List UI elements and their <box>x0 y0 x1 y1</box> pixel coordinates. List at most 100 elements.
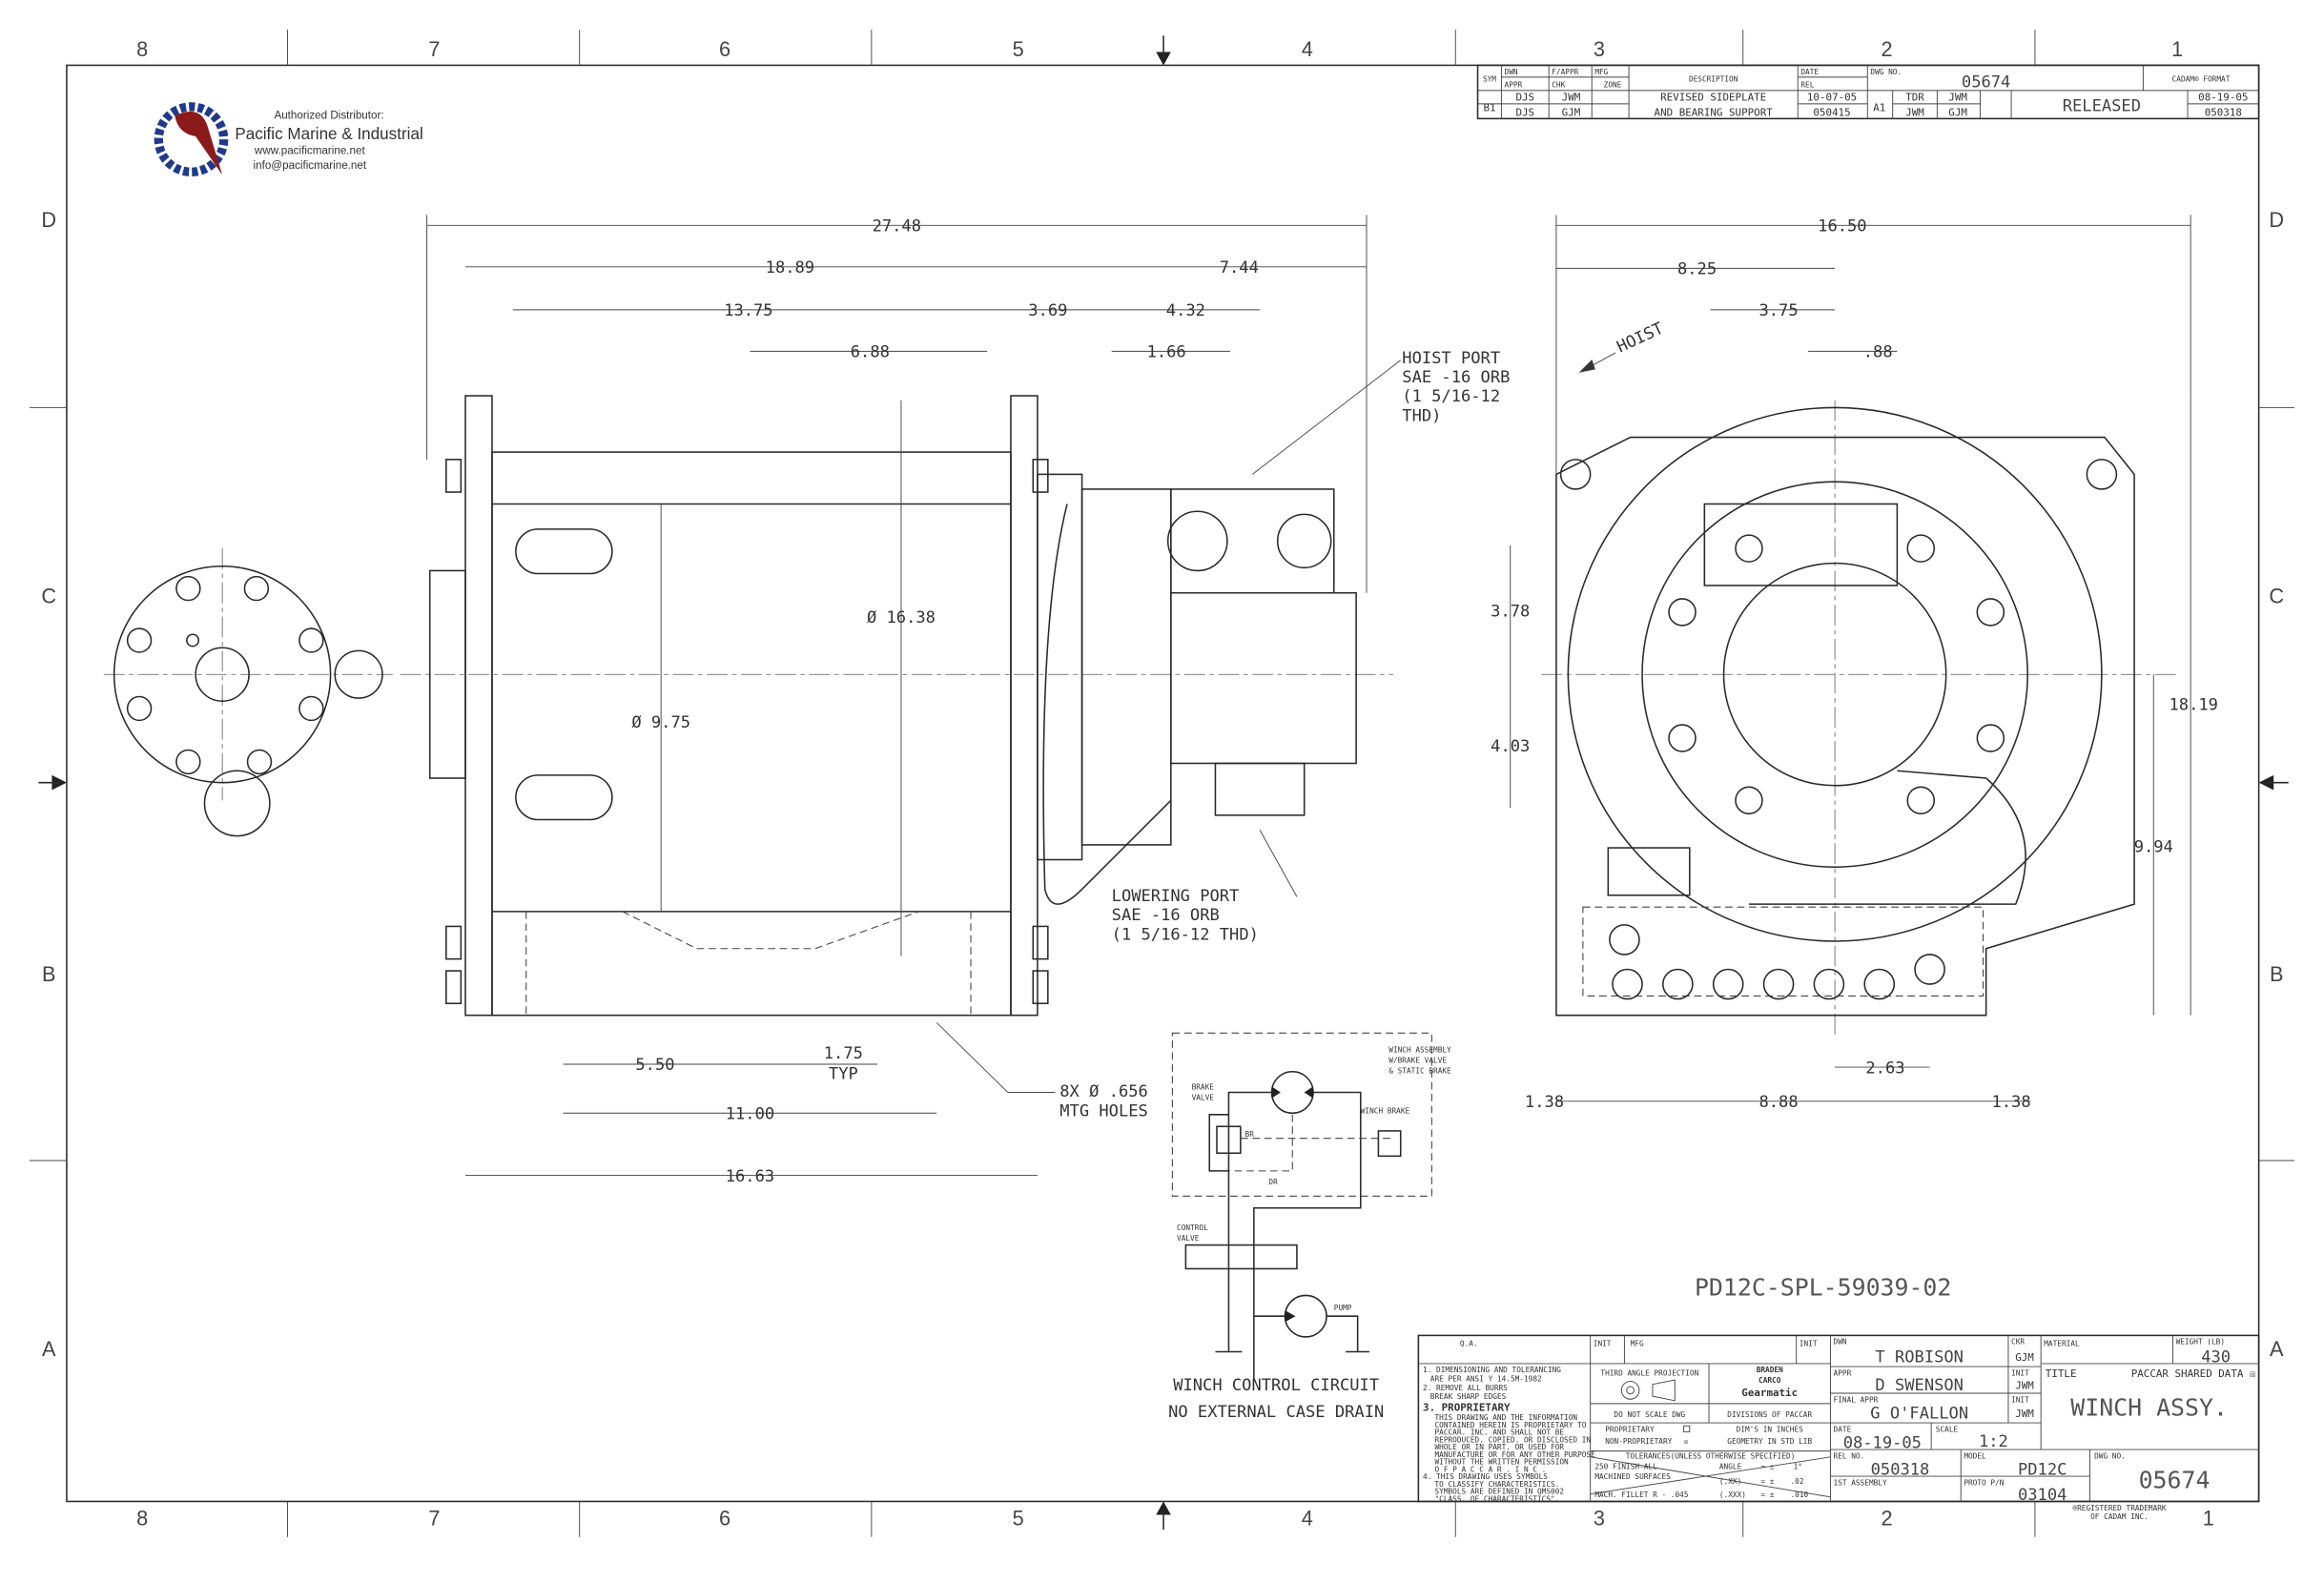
drawing-text: AND BEARING SUPPORT <box>1655 106 1774 118</box>
drawing-text: DR <box>1268 1178 1278 1186</box>
drawing-mark <box>298 627 324 653</box>
drawing-mark <box>1735 786 1763 815</box>
drawing-text: (1 5/16-12 THD) <box>1112 925 1259 944</box>
drawing-text: A <box>42 1337 56 1361</box>
drawing-text: (1 5/16-12 <box>1402 387 1500 406</box>
drawing-text: B <box>2270 962 2284 986</box>
drawing-text: Pacific Marine & Industrial <box>235 125 422 143</box>
drawing-text: MANUFACTURE OR FOR ANY OTHER PURPOSE <box>1434 1450 1595 1459</box>
drawing-mark <box>1476 64 2260 120</box>
drawing-text: G O'FALLON <box>1870 1404 1968 1423</box>
drawing-mark <box>126 627 153 653</box>
drawing-text: DWG NO. <box>1870 68 1902 76</box>
drawing-text: A1 <box>1873 102 1885 114</box>
drawing-mark <box>1477 65 2259 119</box>
drawing-text: SCALE <box>1936 1425 1959 1433</box>
drawing-text: CADAM® FORMAT <box>2172 75 2231 84</box>
drawing-mark <box>246 749 273 775</box>
drawing-mark <box>1609 924 1640 956</box>
drawing-text: CONTAINED HEREIN IS PROPRIETARY TO <box>1434 1421 1586 1429</box>
drawing-mark <box>1906 786 1936 815</box>
drawing-text: 050415 <box>1813 106 1850 118</box>
drawing-text: TITLE <box>2046 1367 2077 1380</box>
drawing-mark <box>525 911 972 1016</box>
drawing-mark <box>1722 562 1947 787</box>
drawing-text: 16.63 <box>726 1167 774 1186</box>
drawing-text: APPR <box>1834 1368 1852 1377</box>
drawing-text: PUMP <box>1334 1304 1352 1312</box>
zone-labels: 8 7 6 5 4 3 2 1 8 7 6 5 4 3 2 1 D C B A … <box>41 37 2284 1530</box>
drawing-text: 4 <box>1302 37 1313 61</box>
drawing-text: 27.48 <box>873 217 921 236</box>
drawing-mark <box>1582 906 1985 997</box>
drawing-text: MACH. FILLET R - .045 <box>1594 1490 1689 1499</box>
drawing-text: MFG <box>1631 1339 1644 1347</box>
drawing-text: C <box>2269 585 2284 608</box>
drawing-mark <box>1042 504 1172 905</box>
drawing-mark <box>1170 488 1335 594</box>
drawing-text: 13.75 <box>724 301 772 320</box>
drawing-text: T ROBISON <box>1875 1347 1964 1367</box>
drawing-text: 8X Ø .656 <box>1059 1082 1148 1101</box>
distributor-logo: Authorized Distributor: Pacific Marine &… <box>154 102 423 177</box>
drawing-mark <box>203 770 271 837</box>
drawing-text: WINCH ASSEMBLY <box>1388 1046 1451 1055</box>
drawing-text: TO CLASSIFY CHARACTERISTICS. <box>1434 1480 1559 1489</box>
drawing-mark <box>445 459 1049 1005</box>
drawing-mark <box>1607 847 1691 896</box>
drawing-text: DESCRIPTION <box>1689 75 1738 84</box>
drawing-border <box>66 64 2260 1503</box>
drawing-text: ☒ <box>1684 1437 1689 1446</box>
drawing-text: 8.88 <box>1758 1093 1798 1112</box>
drawing-text: info@pacificmarine.net <box>254 159 367 172</box>
drawing-mark <box>1668 724 1697 752</box>
drawing-mark <box>1567 406 2103 942</box>
drawing-text: VALVE <box>1192 1093 1215 1101</box>
title-block: Q.A. INIT MFG INIT 1. DIMENSIONING AND T… <box>1417 1334 2260 1521</box>
drawing-text: 2. REMOVE ALL BURRS <box>1423 1384 1508 1392</box>
drawing-text: JWM <box>2015 1408 2034 1420</box>
drawing-text: 4.32 <box>1166 301 1205 320</box>
drawing-text: DJS <box>1515 92 1534 104</box>
drawing-mark <box>1626 1386 1635 1395</box>
drawing-mark <box>1156 1501 1171 1515</box>
drawing-text: MFG <box>1594 68 1608 76</box>
drawing-text: DO NOT SCALE DWG <box>1614 1410 1685 1419</box>
drawing-text: 8.25 <box>1677 260 1717 279</box>
drawing-text: JWM <box>1948 92 1967 104</box>
drawing-text: JWM <box>1905 106 1924 118</box>
drawing-text: 08-19-05 <box>2198 92 2248 104</box>
drawing-text: CONTROL <box>1177 1223 1208 1232</box>
drawing-text: INIT <box>1800 1339 1818 1347</box>
drawing-text: NON-PROPRIETARY <box>1605 1437 1672 1446</box>
drawing-text: 9.94 <box>2134 838 2173 857</box>
drawing-text: GJM <box>2015 1351 2034 1364</box>
drawing-text: 4. THIS DRAWING USES SYMBOLS <box>1423 1472 1548 1481</box>
drawing-text: THIS DRAWING AND THE INFORMATION <box>1434 1413 1577 1422</box>
drawing-text: 10-07-05 <box>1807 92 1857 104</box>
winch-end-view <box>1541 400 2179 1038</box>
drawing-text: 2 <box>1881 37 1892 61</box>
drawing-mark <box>1612 968 1643 1000</box>
drawing-text: VALVE <box>1177 1234 1200 1243</box>
drawing-text: BRADEN <box>1757 1366 1783 1374</box>
drawing-text: WITHOUT THE WRITTEN PERMISSION <box>1434 1458 1569 1467</box>
drawing-mark <box>515 774 613 821</box>
drawing-text: MTG HOLES <box>1059 1101 1148 1120</box>
dimension-lines <box>426 215 2191 1177</box>
drawing-text: .88 <box>1863 343 1893 362</box>
drawing-text: D <box>2269 208 2284 232</box>
drawing-text: 050318 <box>2205 106 2242 118</box>
drawing-text: SYMBOLS ARE DEFINED IN QMS002 <box>1434 1488 1564 1496</box>
drawing-text: 1.38 <box>1991 1093 2030 1112</box>
drawing-text: DWN <box>1834 1338 1847 1347</box>
drawing-mark <box>1032 970 1049 1005</box>
drawing-text: www.pacificmarine.net <box>254 145 366 157</box>
drawing-mark <box>175 575 201 602</box>
drawing-text: DATE <box>1800 68 1819 76</box>
drawing-text: WEIGHT (LB) <box>2176 1338 2225 1347</box>
drawing-mark <box>126 695 153 722</box>
drawing-mark <box>175 749 201 775</box>
drawing-text: 3 <box>1594 37 1605 61</box>
drawing-text: APPR <box>1505 81 1523 90</box>
